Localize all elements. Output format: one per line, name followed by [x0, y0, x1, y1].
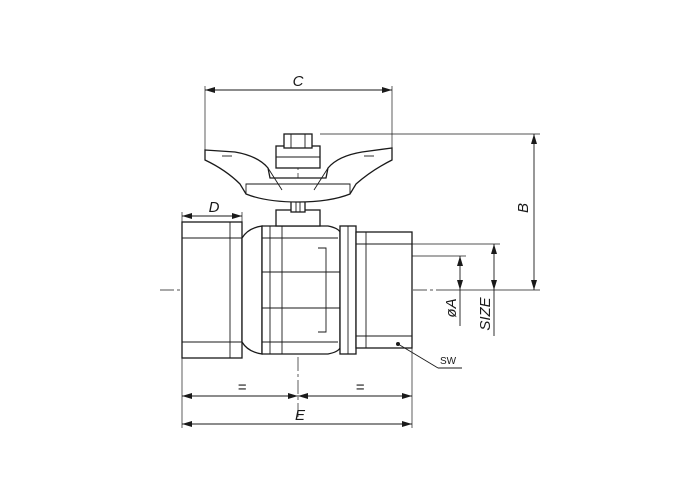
arrow — [182, 393, 192, 399]
arrow — [531, 280, 537, 290]
left-threaded-end — [181, 221, 243, 359]
equal-left-label: = — [238, 379, 247, 396]
central-body — [261, 225, 341, 355]
equal-halves-dimension: = = — [181, 348, 413, 428]
arrow — [182, 421, 192, 427]
dimension-phi-a: øA — [412, 255, 466, 326]
arrow — [298, 393, 308, 399]
dimension-e-label: E — [295, 407, 306, 424]
arrow — [491, 244, 497, 254]
dimension-c: C — [204, 73, 393, 150]
arrow — [402, 393, 412, 399]
valve-body — [181, 197, 413, 359]
arrow — [182, 213, 192, 219]
right-threaded-end — [355, 231, 413, 349]
arrow — [491, 280, 497, 290]
arrow — [402, 421, 412, 427]
handle-cap — [283, 133, 313, 149]
sw-leader: SW — [396, 342, 462, 369]
arrow — [232, 213, 242, 219]
leader-dot — [396, 342, 400, 346]
dimension-b-label: B — [515, 203, 532, 213]
arrow — [382, 87, 392, 93]
equal-right-label: = — [356, 379, 365, 396]
dimension-d: D — [181, 199, 243, 238]
dimension-c-label: C — [293, 73, 304, 90]
arrow — [205, 87, 215, 93]
arrow — [288, 393, 298, 399]
dimension-e: E — [182, 407, 412, 427]
dimension-size: SIZE — [412, 243, 500, 336]
arrow — [457, 280, 463, 290]
handle-wings — [204, 147, 393, 203]
dimension-size-label: SIZE — [477, 296, 494, 330]
left-hex-neck — [241, 225, 263, 355]
arrow — [457, 256, 463, 266]
dimension-b: B — [320, 133, 540, 291]
dimension-d-label: D — [209, 199, 220, 216]
arrow — [531, 134, 537, 144]
sw-label: SW — [440, 356, 457, 367]
dimension-phi-a-label: øA — [443, 298, 460, 317]
butterfly-handle — [204, 133, 393, 203]
